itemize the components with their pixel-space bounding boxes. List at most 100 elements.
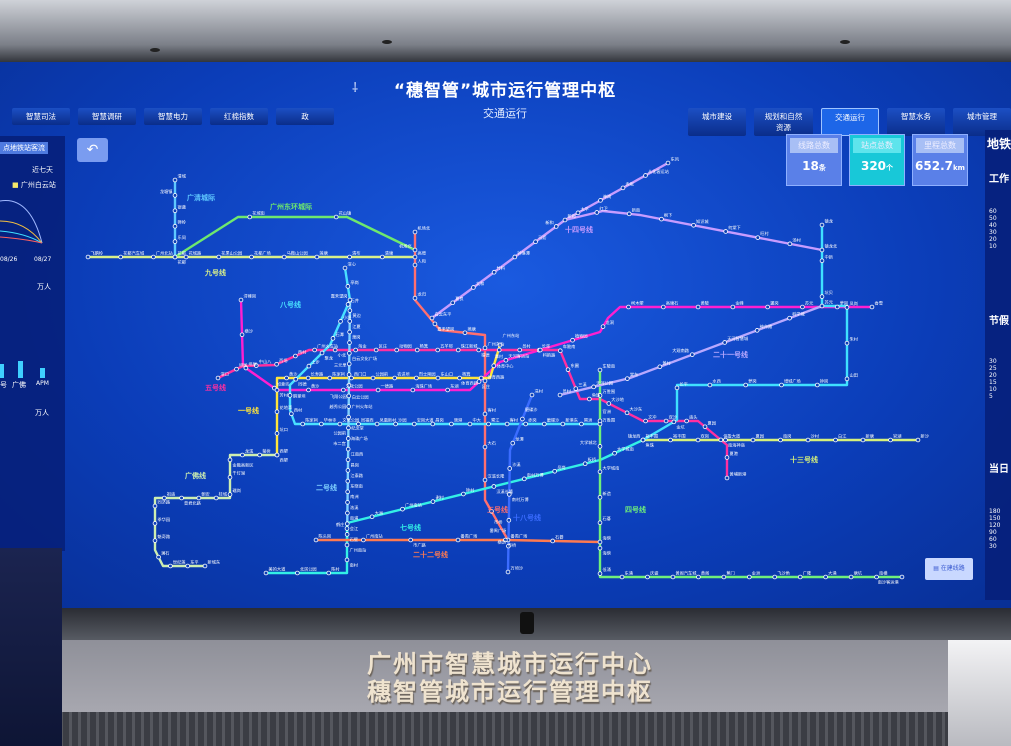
station-node[interactable]	[295, 570, 300, 576]
station-node[interactable]	[340, 387, 346, 393]
station-node[interactable]	[600, 324, 606, 329]
station-node[interactable]	[674, 385, 680, 391]
station-node[interactable]	[327, 375, 333, 381]
station-node[interactable]	[657, 364, 663, 370]
station-node[interactable]	[755, 235, 761, 240]
station-node[interactable]	[306, 363, 312, 369]
station-node[interactable]	[779, 382, 784, 388]
station-node[interactable]	[375, 387, 381, 393]
station-node[interactable]	[844, 340, 850, 346]
station-node[interactable]	[570, 337, 575, 343]
station-node[interactable]	[597, 520, 603, 525]
station-node[interactable]	[345, 478, 351, 484]
station-node[interactable]	[471, 285, 476, 290]
station-node[interactable]	[597, 367, 603, 373]
metro-line-GDH[interactable]	[174, 215, 416, 259]
station-node[interactable]	[289, 411, 294, 417]
station-node[interactable]	[202, 563, 208, 569]
metro-line-L1[interactable]	[275, 344, 502, 455]
station-node[interactable]	[496, 347, 502, 353]
station-node[interactable]	[573, 386, 579, 391]
station-node[interactable]	[152, 521, 158, 526]
station-node[interactable]	[347, 319, 353, 324]
station-node[interactable]	[461, 491, 466, 497]
station-node[interactable]	[238, 297, 244, 303]
station-node[interactable]	[172, 177, 178, 183]
back-button[interactable]: ↶	[77, 138, 108, 162]
station-node[interactable]	[457, 375, 462, 381]
station-node[interactable]	[326, 570, 332, 576]
station-node[interactable]	[724, 475, 730, 481]
station-node[interactable]	[560, 421, 566, 427]
station-node[interactable]	[179, 495, 184, 501]
station-node[interactable]	[643, 173, 648, 178]
station-node[interactable]	[521, 476, 527, 482]
station-node[interactable]	[161, 495, 167, 501]
station-node[interactable]	[848, 574, 854, 580]
station-node[interactable]	[507, 466, 512, 471]
station-node[interactable]	[284, 375, 289, 381]
station-node[interactable]	[408, 537, 413, 543]
nav-tab[interactable]: 城市建设	[688, 108, 746, 136]
station-node[interactable]	[344, 526, 350, 531]
station-node[interactable]	[342, 265, 348, 271]
station-node[interactable]	[312, 347, 317, 353]
station-node[interactable]	[486, 421, 491, 427]
station-node[interactable]	[156, 554, 161, 560]
nav-tab[interactable]: 政	[276, 108, 334, 125]
station-node[interactable]	[344, 557, 350, 563]
station-node[interactable]	[344, 542, 350, 548]
station-node[interactable]	[506, 517, 512, 523]
station-node[interactable]	[888, 437, 893, 443]
station-node[interactable]	[172, 193, 178, 198]
station-node[interactable]	[671, 419, 677, 425]
station-node[interactable]	[373, 347, 379, 353]
station-node[interactable]	[319, 421, 324, 427]
station-node[interactable]	[730, 304, 736, 310]
station-node[interactable]	[691, 222, 696, 228]
station-node[interactable]	[330, 336, 336, 341]
station-node[interactable]	[227, 474, 233, 480]
station-node[interactable]	[724, 455, 730, 460]
station-node[interactable]	[612, 450, 617, 456]
station-node[interactable]	[478, 375, 484, 381]
station-node[interactable]	[257, 452, 262, 458]
station-node[interactable]	[506, 492, 512, 497]
station-node[interactable]	[660, 304, 666, 310]
nav-tab[interactable]: 智慧调研	[78, 108, 136, 125]
station-node[interactable]	[346, 404, 351, 409]
station-node[interactable]	[772, 574, 778, 580]
station-node[interactable]	[723, 437, 728, 443]
station-node[interactable]	[482, 411, 488, 417]
station-node[interactable]	[663, 418, 669, 424]
station-node[interactable]	[754, 328, 760, 333]
station-node[interactable]	[118, 254, 123, 260]
station-node[interactable]	[345, 302, 351, 307]
station-node[interactable]	[723, 229, 728, 234]
station-node[interactable]	[369, 514, 375, 520]
station-node[interactable]	[510, 440, 516, 446]
station-node[interactable]	[467, 421, 473, 427]
nav-tab[interactable]: 红棉指数	[210, 108, 268, 125]
station-node[interactable]	[274, 409, 280, 415]
station-node[interactable]	[300, 421, 306, 427]
station-node[interactable]	[429, 315, 435, 321]
station-node[interactable]	[743, 382, 749, 388]
station-node[interactable]	[565, 367, 571, 372]
station-node[interactable]	[819, 258, 825, 264]
station-node[interactable]	[455, 347, 461, 353]
station-node[interactable]	[506, 543, 511, 549]
station-node[interactable]	[819, 247, 825, 253]
station-node[interactable]	[476, 379, 482, 384]
station-node[interactable]	[640, 437, 646, 443]
station-node[interactable]	[314, 254, 320, 260]
station-node[interactable]	[345, 510, 350, 516]
station-node[interactable]	[643, 418, 648, 424]
station-node[interactable]	[393, 421, 398, 427]
station-node[interactable]	[412, 254, 418, 260]
station-node[interactable]	[874, 574, 879, 580]
station-node[interactable]	[489, 509, 494, 514]
station-node[interactable]	[347, 350, 352, 356]
station-node[interactable]	[281, 254, 287, 260]
station-node[interactable]	[844, 376, 850, 382]
